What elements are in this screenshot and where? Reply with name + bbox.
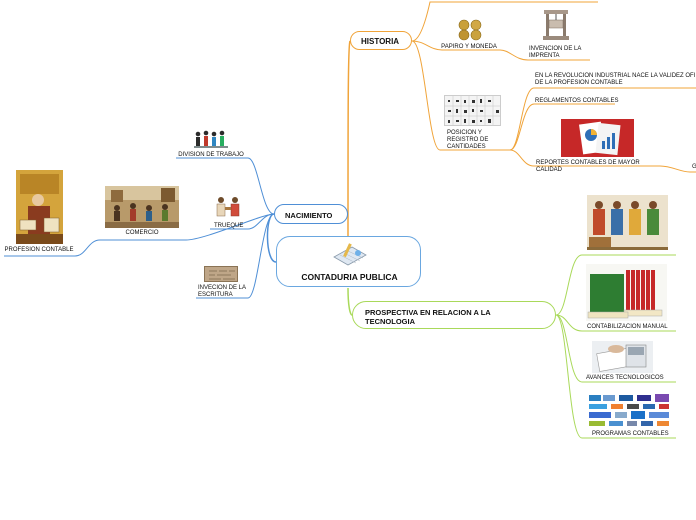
accountant-painting-image: [16, 170, 63, 244]
historia-imprenta: INVENCION DE LA IMPRENTA: [529, 46, 582, 59]
connector-center-nacimiento: [266, 213, 277, 263]
ancient-accounting-image: [587, 195, 668, 250]
software-logos-image: [587, 393, 671, 428]
branch-prospectiva[interactable]: PROSPECTIVA EN RELACION A LA TECNOLOGIA: [352, 301, 556, 329]
nacimiento-comercio: COMERCIO: [125, 230, 159, 236]
manual-ledgers-image: [586, 264, 667, 321]
center-title: CONTADURIA PUBLICA: [301, 272, 398, 282]
branch-historia[interactable]: HISTORIA: [350, 31, 412, 50]
connector-center-historia: [347, 40, 351, 237]
nacimiento-label: NACIMIENTO: [285, 211, 333, 220]
branch-nacimiento[interactable]: NACIMIENTO: [274, 204, 348, 224]
historia-reglamentos: REGLAMENTOS CONTABLES: [535, 98, 619, 104]
historia-revolucion: EN LA REVOLUCION INDUSTRIAL NACE LA VALI…: [535, 73, 696, 86]
nacimiento-trueque: TRUEQUE: [214, 223, 244, 229]
coins-icon: [458, 19, 482, 41]
historia-posicion: POSICION Y REGISTRO DE CANTIDADES: [447, 130, 489, 150]
center-node[interactable]: CONTADURIA PUBLICA: [276, 236, 421, 287]
historia-papiro: PAPIRO Y MONEDA: [441, 44, 497, 50]
printing-press-icon: [543, 10, 569, 40]
barter-figures-icon: [216, 197, 240, 217]
tech-advances-image: [592, 341, 653, 373]
prospectiva-label: PROSPECTIVA EN RELACION A LA TECNOLOGIA: [365, 308, 491, 326]
writing-tablet-image: [204, 266, 238, 282]
nacimiento-escritura: INVECION DE LA ESCRITURA: [198, 285, 246, 298]
number-table-image: [444, 95, 501, 126]
nacimiento-division: DIVISION DE TRABAJO: [178, 152, 244, 158]
people-group-icon: [194, 130, 228, 148]
prospectiva-programas: PROGRAMAS CONTABLES: [592, 431, 669, 437]
nacimiento-profesion: PROFESION CONTABLE: [4, 247, 74, 253]
market-scene-image: [105, 186, 179, 228]
historia-reportes: REPORTES CONTABLES DE MAYOR CALIDAD: [536, 160, 640, 173]
reports-image: [561, 119, 634, 157]
prospectiva-avances: AVANCES TECNOLOGICOS: [586, 375, 664, 381]
historia-edge-letter: G: [692, 164, 696, 170]
prospectiva-manual: CONTABILIZACION MANUAL: [587, 324, 668, 330]
historia-label: HISTORIA: [361, 37, 400, 46]
accounting-ledger-icon: [333, 243, 367, 266]
